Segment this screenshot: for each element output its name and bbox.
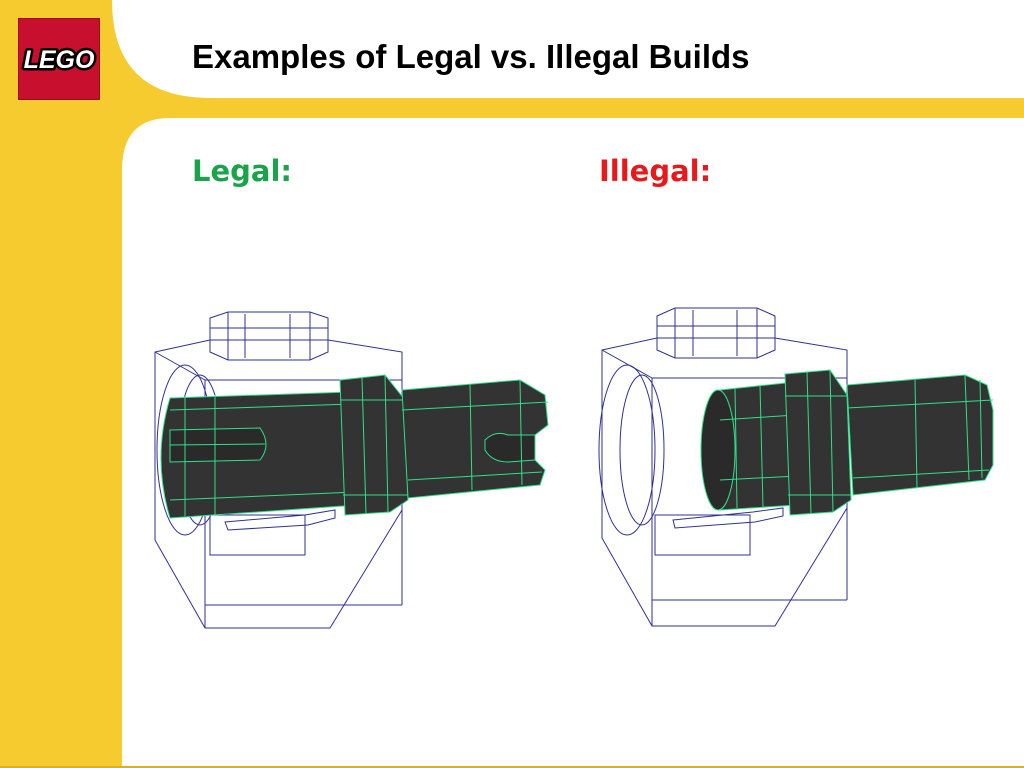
- illegal-technic-pin: [700, 369, 994, 516]
- logo-text: LEGO: [24, 46, 95, 74]
- legal-build-illustration: [154, 311, 549, 629]
- lego-logo: LEGO: [18, 18, 100, 100]
- illegal-build-illustration: [598, 307, 994, 627]
- lego-logo-icon: LEGO: [18, 18, 100, 100]
- slide-title: Examples of Legal vs. Illegal Builds: [192, 38, 750, 75]
- legal-technic-pin: [160, 374, 549, 519]
- legal-label: Legal:: [192, 154, 293, 188]
- illegal-label: Illegal:: [599, 154, 712, 188]
- illegal-brick-wireframe: [598, 307, 848, 627]
